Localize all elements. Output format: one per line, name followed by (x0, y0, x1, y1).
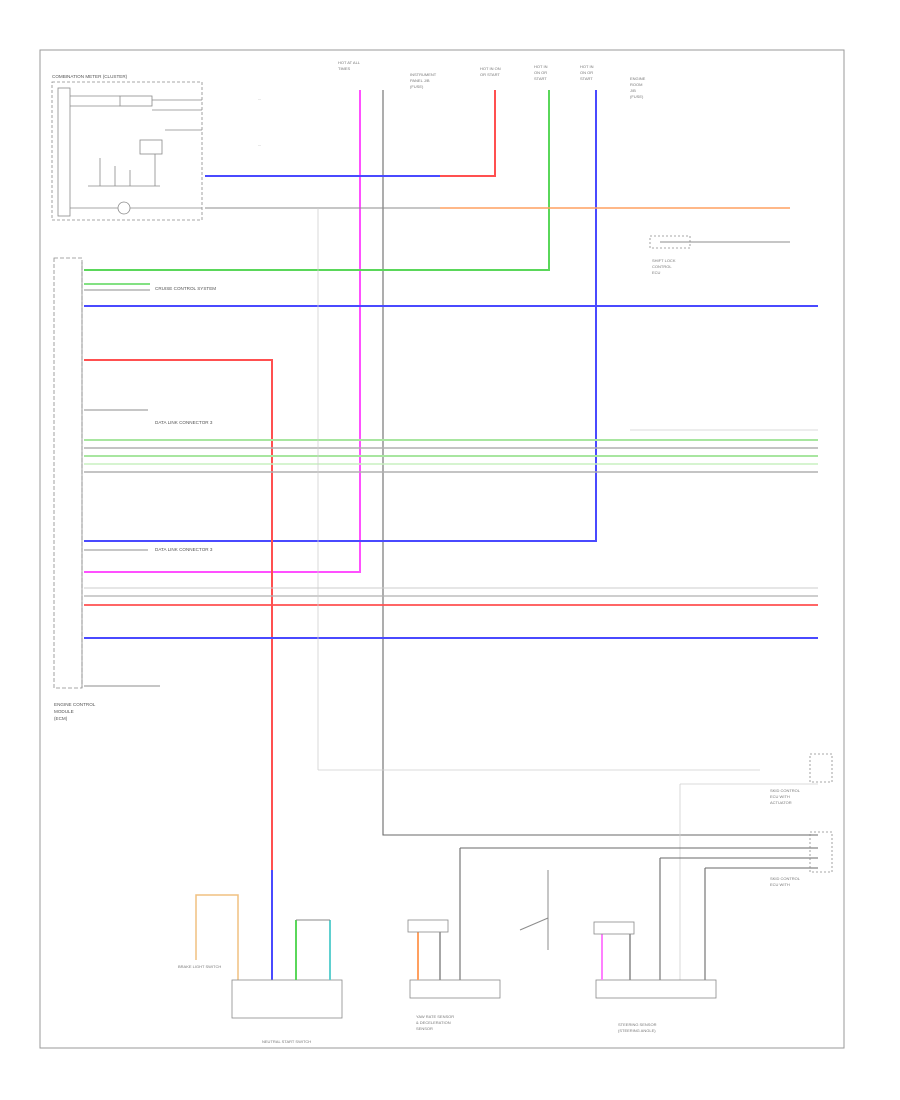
yaw-label-2: & DECELERATION (416, 1020, 451, 1025)
ecm-connector: ENGINE CONTROL MODULE (ECM) (53, 257, 96, 721)
skid-control-refs: SKID CONTROL ECU WITH ACTUATOR SKID CONT… (770, 753, 833, 887)
wire-red-long (84, 359, 273, 980)
ecm-label-2: MODULE (54, 709, 74, 714)
skid-control-line-3: ACTUATOR (770, 800, 792, 805)
source-6-line-3: J/B (630, 88, 636, 93)
brake-light-switch: BRAKE LIGHT SWITCH (178, 894, 239, 980)
brake-switch-label: BRAKE LIGHT SWITCH (178, 964, 221, 969)
dlc-label-2: DATA LINK CONNECTOR 3 (155, 547, 213, 552)
svg-text:...: ... (258, 142, 261, 147)
source-3-line-1: HOT IN ON (480, 66, 501, 71)
svg-text:...: ... (258, 96, 261, 101)
steering-label-1: STEERING SENSOR (618, 1022, 657, 1027)
ecm-label-3: (ECM) (54, 716, 68, 721)
yaw-rate-sensor: YAW RATE SENSOR & DECELERATION SENSOR (407, 919, 501, 1031)
combination-meter-label: COMBINATION METER (CLUSTER) (52, 74, 128, 79)
source-1-line-1: HOT AT ALL (338, 60, 361, 65)
yaw-label-1: YAW RATE SENSOR (416, 1014, 454, 1019)
source-4-line-1: HOT IN (534, 64, 548, 69)
center-ground (519, 870, 549, 950)
wire-red-top (440, 90, 496, 177)
shift-lock-line-1: SHIFT LOCK (652, 258, 676, 263)
cruise-control-label: CRUISE CONTROL SYSTEM (155, 286, 216, 291)
source-3-line-2: OR START (480, 72, 500, 77)
source-4-line-2: ON OR (534, 70, 547, 75)
skid-control-2-line-1: SKID CONTROL (770, 876, 801, 881)
shift-lock-line-2: CONTROL (652, 264, 672, 269)
steering-label-2: (STEERING ANGLE) (618, 1028, 656, 1033)
source-2-line-3: (FUSE) (410, 84, 424, 89)
combination-meter-block: COMBINATION METER (CLUSTER) (51, 74, 203, 221)
diagram-frame (39, 49, 845, 1049)
shift-lock-block: SHIFT LOCK CONTROL ECU (649, 235, 790, 275)
skid-control-line-2: ECU WITH (770, 794, 790, 799)
wire-magenta (84, 90, 361, 573)
source-6-line-4: (FUSE) (630, 94, 644, 99)
skid-control-line-1: SKID CONTROL (770, 788, 801, 793)
shift-lock-line-3: ECU (652, 270, 661, 275)
neutral-start-switch: NEUTRAL START SWITCH (231, 919, 343, 1044)
steering-sensor: STEERING SENSOR (STEERING ANGLE) (593, 921, 717, 1033)
wire-gray-main (382, 90, 818, 836)
neutral-start-label: NEUTRAL START SWITCH (262, 1039, 311, 1044)
yaw-label-3: SENSOR (416, 1026, 433, 1031)
top-sources: HOT AT ALL TIMES INSTRUMENT PANEL J/B (F… (338, 60, 646, 99)
source-5-line-2: ON OR (580, 70, 593, 75)
source-1-line-2: TIMES (338, 66, 351, 71)
source-4-line-3: START (534, 76, 547, 81)
source-6-line-1: ENGINE (630, 76, 646, 81)
source-5-line-3: START (580, 76, 593, 81)
wire-blue-right (84, 90, 597, 542)
source-6-line-2: ROOM (630, 82, 642, 87)
source-2-line-2: PANEL J/B (410, 78, 430, 83)
skid-control-2-line-2: ECU WITH (770, 882, 790, 887)
source-5-line-1: HOT IN (580, 64, 594, 69)
dlc-label-1: DATA LINK CONNECTOR 3 (155, 420, 213, 425)
ecm-label-1: ENGINE CONTROL (54, 702, 96, 707)
wire-green-top (84, 90, 550, 271)
source-2-line-1: INSTRUMENT (410, 72, 437, 77)
